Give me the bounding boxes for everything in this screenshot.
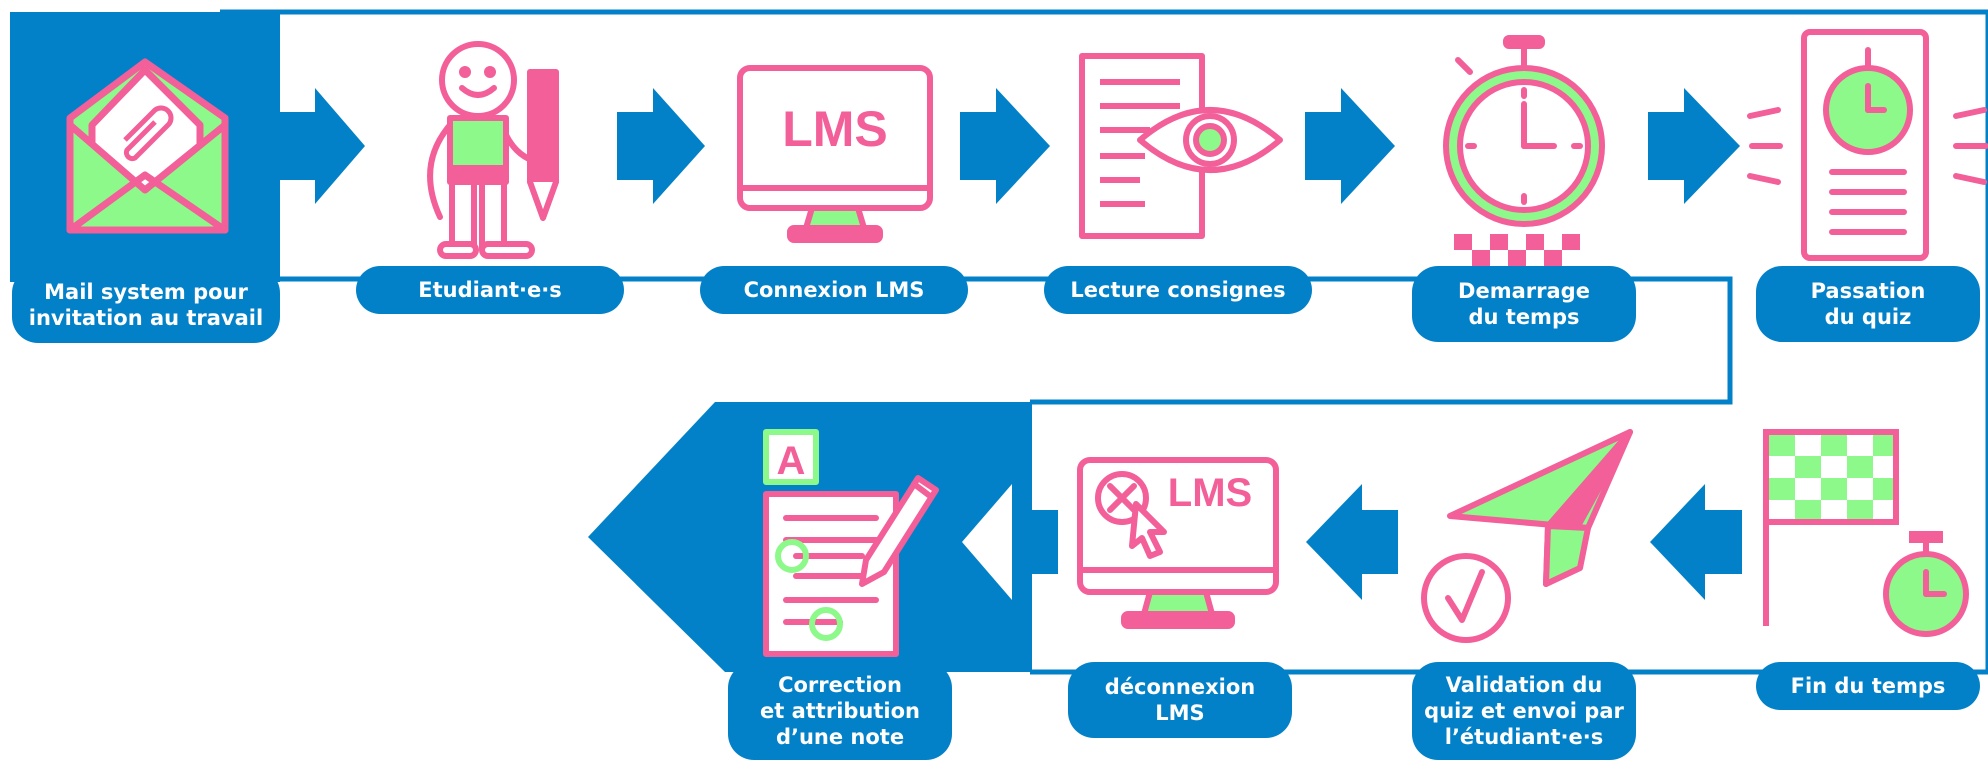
label-submit: Validation du quiz et envoi par l’étudia… [1412, 662, 1636, 760]
label-connect: Connexion LMS [700, 266, 968, 314]
top-row-baseline [220, 276, 1733, 405]
document-eye-icon [1079, 53, 1283, 239]
arrow-4 [1305, 88, 1395, 204]
monitor-lms-text: LMS [782, 101, 888, 157]
arrow-1 [280, 88, 365, 204]
label-students: Etudiant·e·s [356, 266, 624, 314]
finish-flag-icon [1763, 429, 1969, 637]
arrow-9 [962, 484, 1012, 600]
envelope-icon [66, 58, 229, 234]
stopwatch-checker [1454, 234, 1580, 266]
monitor-icon [737, 65, 933, 243]
arrow-6 [1650, 484, 1742, 600]
logout-lms-text: LMS [1168, 471, 1252, 515]
grade-mark: A [777, 439, 806, 483]
label-read: Lecture consignes [1044, 266, 1312, 314]
arrow-3 [960, 88, 1050, 204]
label-end: Fin du temps [1756, 662, 1980, 710]
label-start: Demarrage du temps [1412, 266, 1636, 342]
arrow-2 [617, 88, 705, 204]
label-logout: déconnexion LMS [1068, 662, 1292, 738]
arrow-5 [1648, 88, 1740, 204]
graded-sheet-icon [763, 429, 939, 657]
student-icon [427, 41, 559, 259]
label-mail: Mail system pour invitation au travail [12, 267, 280, 343]
label-take: Passation du quiz [1756, 266, 1980, 342]
label-grade: Correction et attribution d’une note [728, 662, 952, 760]
arrow-7 [1306, 484, 1398, 600]
monitor-logout-icon [1077, 457, 1279, 629]
stopwatch-icon [1443, 35, 1605, 227]
phone-timer-icon [1747, 29, 1988, 261]
paper-plane-icon [1421, 429, 1633, 643]
